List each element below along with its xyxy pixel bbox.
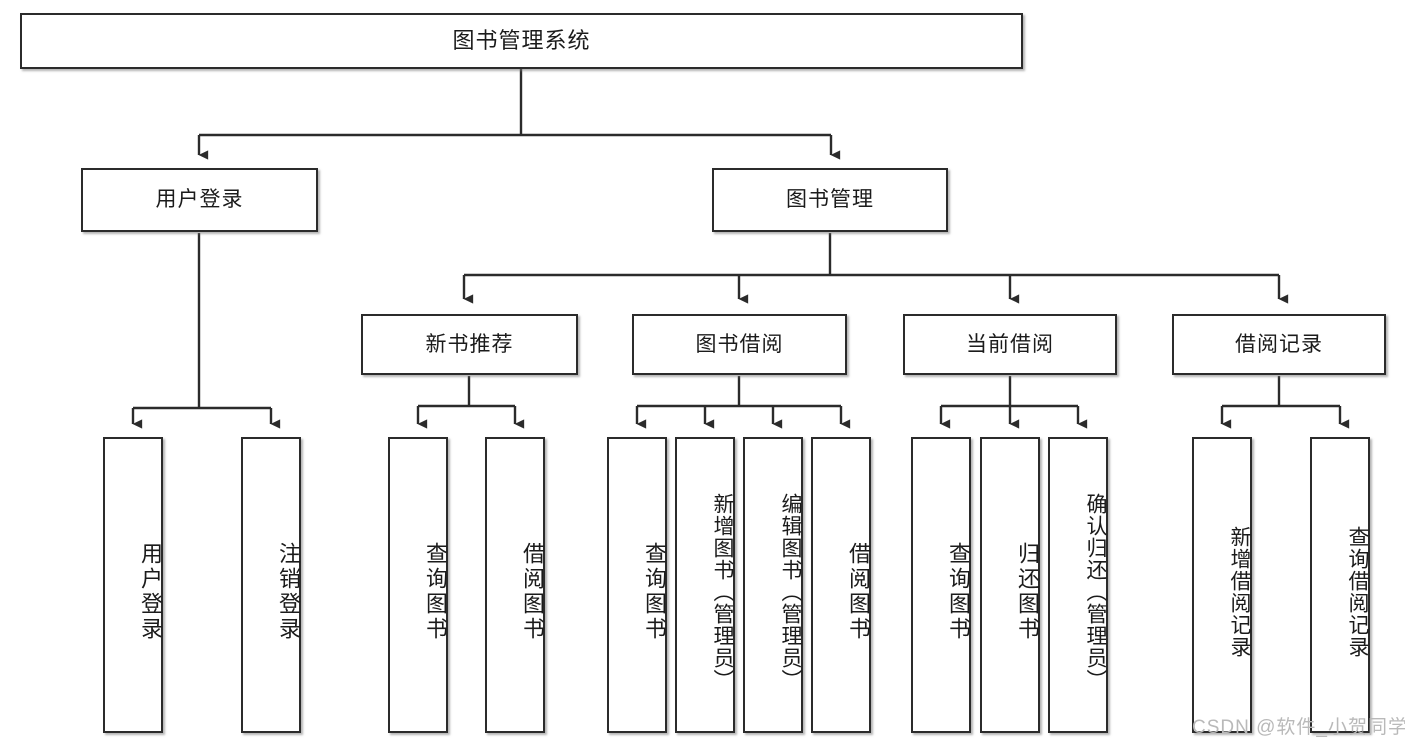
node-book-management[interactable]: 图书管理 [712,168,948,232]
csdn-watermark: CSDN @软件_小贺同学 [1192,717,1405,738]
leaf-query-book-current[interactable]: 查询图书 [911,437,971,733]
node-book-borrow[interactable]: 图书借阅 [632,314,847,375]
node-new-book-recommend[interactable]: 新书推荐 [361,314,578,375]
leaf-query-book-borrow[interactable]: 查询图书 [607,437,667,733]
leaf-confirm-return-admin[interactable]: 确认归还（管理员） [1048,437,1108,733]
node-borrow-record[interactable]: 借阅记录 [1172,314,1386,375]
leaf-borrow-book-recommend[interactable]: 借阅图书 [485,437,545,733]
leaf-return-book[interactable]: 归还图书 [980,437,1040,733]
leaf-add-borrow-record[interactable]: 新增借阅记录 [1192,437,1252,733]
leaf-query-borrow-record[interactable]: 查询借阅记录 [1310,437,1370,733]
leaf-borrow-book[interactable]: 借阅图书 [811,437,871,733]
node-root[interactable]: 图书管理系统 [20,13,1023,69]
leaf-logout[interactable]: 注销登录 [241,437,301,733]
leaf-user-login[interactable]: 用户登录 [103,437,163,733]
leaf-query-book-recommend[interactable]: 查询图书 [388,437,448,733]
leaf-edit-book-admin[interactable]: 编辑图书（管理员） [743,437,803,733]
node-current-borrow[interactable]: 当前借阅 [903,314,1117,375]
node-user-login[interactable]: 用户登录 [81,168,318,232]
leaf-add-book-admin[interactable]: 新增图书（管理员） [675,437,735,733]
